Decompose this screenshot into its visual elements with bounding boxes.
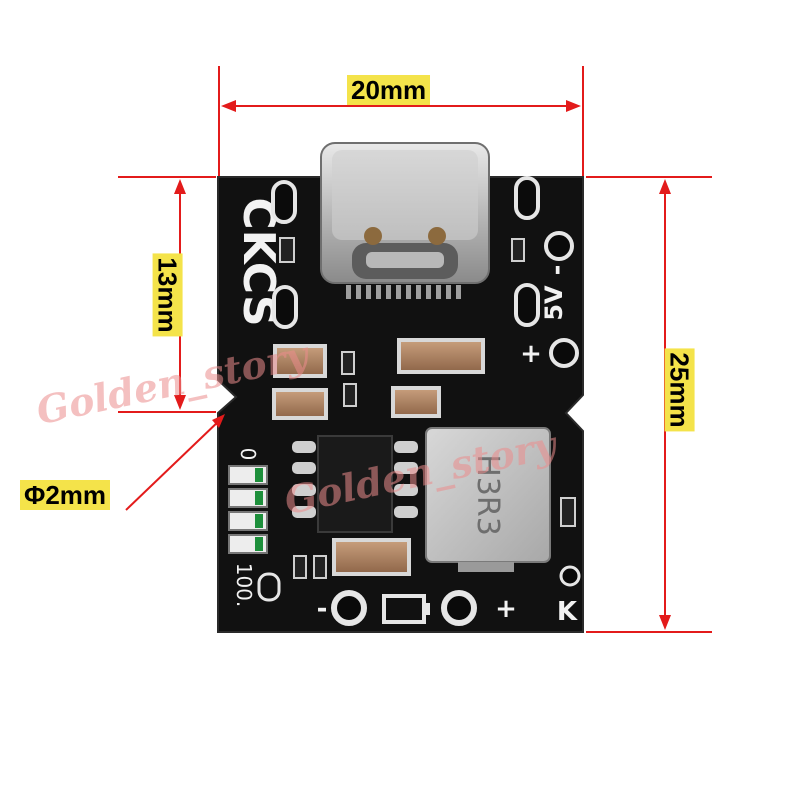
zener-diode bbox=[257, 572, 281, 602]
usb-c-connector bbox=[320, 142, 490, 299]
battery-pad-minus bbox=[331, 590, 367, 626]
svg-text:-: - bbox=[542, 265, 572, 276]
slot-hole bbox=[271, 180, 297, 224]
label-k: K bbox=[557, 597, 578, 627]
battery-pad-plus bbox=[441, 590, 477, 626]
via bbox=[544, 231, 574, 261]
smd-resistor bbox=[341, 351, 355, 375]
total-height-dimension-label: 25mm bbox=[664, 348, 695, 432]
smd-resistor bbox=[343, 383, 357, 407]
svg-text:0: 0 bbox=[236, 448, 260, 461]
via bbox=[549, 338, 579, 368]
battery-symbol bbox=[382, 594, 430, 624]
width-dimension-label: 20mm bbox=[347, 75, 431, 105]
capacitor bbox=[391, 386, 441, 418]
led-label-top: 0 bbox=[236, 448, 260, 461]
capacitor bbox=[273, 344, 327, 378]
inductor: H3R3 bbox=[425, 427, 551, 572]
smd-resistor bbox=[279, 237, 295, 263]
capacitor bbox=[397, 338, 485, 374]
slot-hole bbox=[514, 176, 540, 220]
led-label-bottom: 100. bbox=[232, 563, 256, 608]
ic-chip bbox=[292, 435, 418, 533]
label-minus-top: - bbox=[542, 265, 572, 276]
upper-height-dimension-label: 13mm bbox=[152, 253, 183, 337]
hole-diameter-label: Φ2mm bbox=[20, 480, 111, 510]
smd-resistor bbox=[293, 555, 307, 579]
smd-resistor bbox=[511, 238, 525, 262]
label-plus-mid: + bbox=[520, 339, 542, 369]
label-minus-bottom: - bbox=[317, 594, 328, 624]
capacitor bbox=[272, 388, 328, 420]
smd-resistor bbox=[560, 497, 576, 527]
svg-text:H3R3: H3R3 bbox=[470, 454, 505, 536]
svg-text:100.: 100. bbox=[232, 563, 256, 608]
slot-hole bbox=[514, 283, 540, 327]
label-plus-bottom: + bbox=[495, 594, 517, 624]
led-indicators bbox=[228, 465, 268, 554]
label-5v: 5V bbox=[540, 285, 568, 321]
svg-text:5V: 5V bbox=[540, 285, 568, 321]
smd-resistor bbox=[313, 555, 327, 579]
capacitor bbox=[332, 538, 411, 576]
slot-hole bbox=[272, 285, 298, 329]
dimension-lines bbox=[118, 66, 712, 633]
via bbox=[559, 565, 581, 587]
